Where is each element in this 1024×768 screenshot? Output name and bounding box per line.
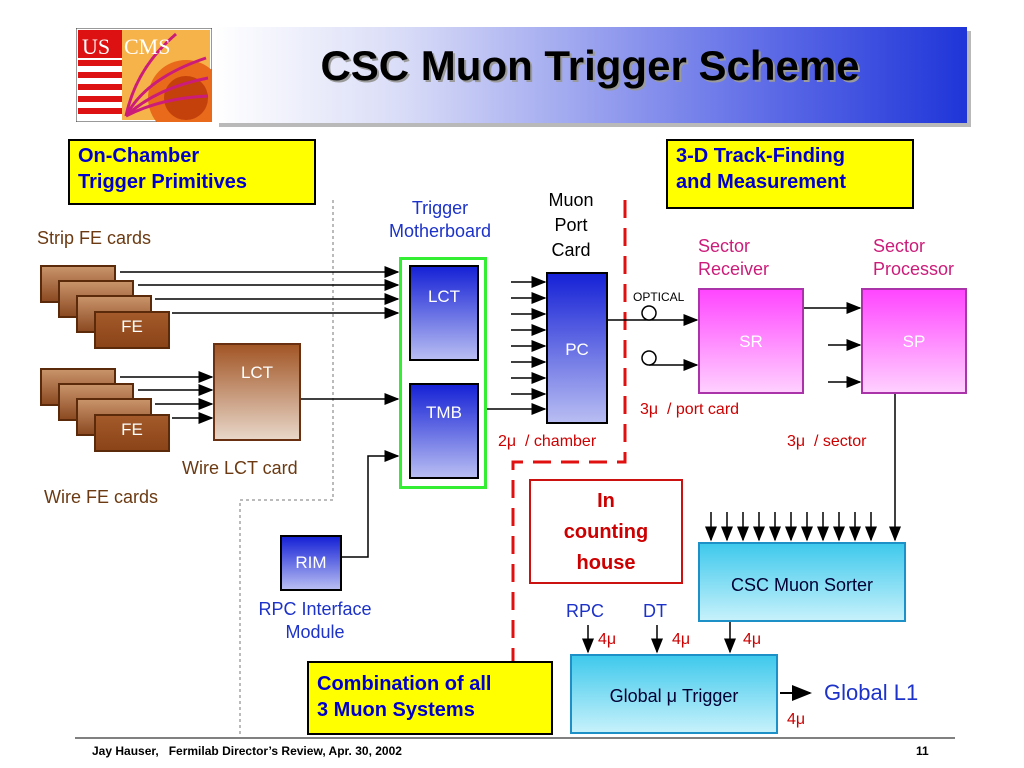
wire-lct-card-label: Wire LCT card [182,458,298,478]
rpc-label: RPC [566,601,605,621]
on-chamber-box: On-Chamber Trigger Primitives [68,139,316,205]
us-cms-logo: US CMS [75,27,224,136]
port-card-count: 3μ / port card [640,401,740,418]
sector-receiver-line-1: Sector [698,236,751,256]
muon-port-card-label: Muon Port Card [536,188,606,263]
csc-mu-count: 4μ [743,631,762,648]
tmb-lct-block: LCT [409,265,479,361]
combination-line-2: 3 Muon Systems [317,699,475,721]
strip-fe-cards-label: Strip FE cards [37,228,152,248]
sector-processor-label: Sector Processor [873,235,954,281]
muon-port-card-line-3: Card [551,240,591,260]
track-finding-box: 3-D Track-Finding and Measurement [666,139,914,209]
counting-house-line-3: house [576,552,636,574]
on-chamber-line-1: On-Chamber [78,145,200,167]
sector-processor-block: SP [861,288,967,394]
port-card-block: PC [546,272,608,424]
muon-port-card-line-1: Muon [548,190,594,210]
trigger-motherboard-line-2: Motherboard [388,221,492,241]
wire-lct-card: LCT [213,343,301,441]
global-l1-label: Global L1 [824,680,919,705]
footer-page-number: 11 [916,744,929,758]
tmb-block: TMB [409,383,479,479]
trigger-motherboard-label: Trigger Motherboard [370,197,510,243]
sector-receiver-block: SR [698,288,804,394]
counting-house-box: In counting house [529,479,683,584]
title-banner [215,27,967,123]
global-mu-trigger-block: Global μ Trigger [570,654,778,734]
sector-count: 3μ / sector [787,433,867,450]
sector-receiver-label: Sector Receiver [698,235,769,281]
strip-fe-card-front: FE [94,311,170,349]
chamber-count: 2μ / chamber [498,433,597,450]
trigger-motherboard-line-1: Trigger [411,198,469,218]
track-finding-line-2: and Measurement [676,171,847,193]
sector-processor-line-2: Processor [873,259,955,279]
rim-block: RIM [280,535,342,591]
wire-fe-cards-label: Wire FE cards [44,487,159,507]
muon-port-card-line-2: Port [554,215,588,235]
counting-house-line-1: In [597,490,615,512]
sector-receiver-line-2: Receiver [698,259,770,279]
logo-cms-text: CMS [124,34,170,59]
footer-author: Jay Hauser, Fermilab Director’s Review, … [92,744,402,758]
dt-label: DT [643,601,667,621]
wire-fe-card-front: FE [94,414,170,452]
page-title: CSC Muon Trigger Scheme [320,42,860,89]
dt-mu-count: 4μ [672,631,691,648]
csc-muon-sorter-block: CSC Muon Sorter [698,542,906,622]
rpc-mu-count: 4μ [598,631,617,648]
counting-house-line-2: counting [563,521,649,543]
rpc-interface-line-2: Module [285,622,345,642]
combination-line-1: Combination of all [317,673,492,695]
sector-processor-line-1: Sector [873,236,926,256]
rpc-interface-line-1: RPC Interface [258,599,372,619]
rpc-interface-module-label: RPC Interface Module [240,598,390,644]
track-finding-line-1: 3-D Track-Finding [676,145,845,167]
optical-label: OPTICAL [633,290,685,304]
logo-us-text: US [82,34,110,59]
global-out-mu-count: 4μ [787,711,806,728]
on-chamber-line-2: Trigger Primitives [78,171,247,193]
combination-box: Combination of all 3 Muon Systems [307,661,553,735]
